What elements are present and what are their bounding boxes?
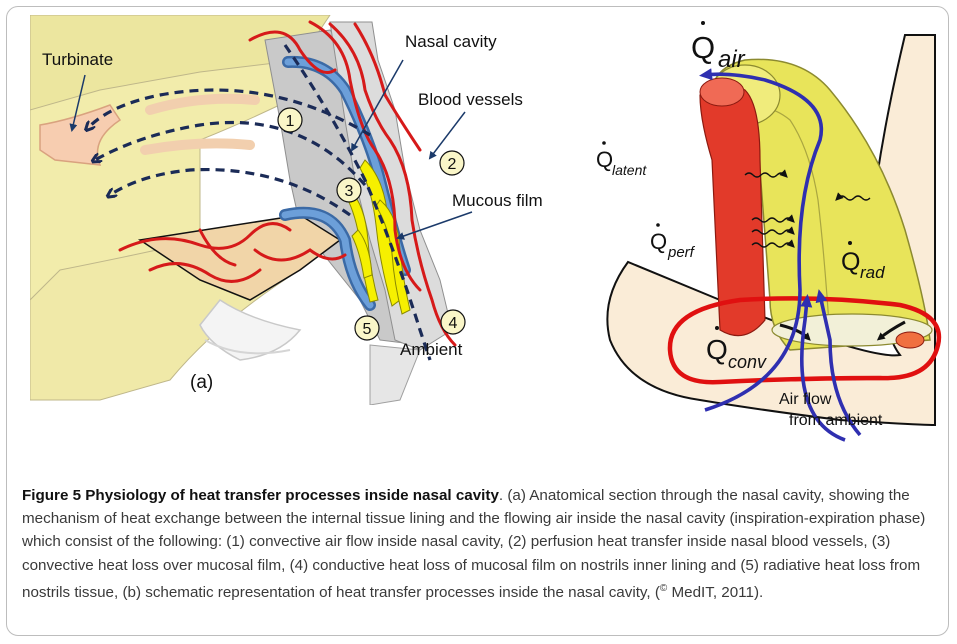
label-q-latent: Q latent bbox=[596, 141, 647, 178]
svg-text:perf: perf bbox=[667, 244, 696, 261]
label-q-air: Q air bbox=[691, 21, 746, 73]
panel-a-label: (a) bbox=[190, 372, 213, 393]
svg-text:Q: Q bbox=[650, 229, 667, 254]
marker-1: 1 bbox=[278, 108, 302, 132]
svg-text:air: air bbox=[718, 46, 746, 73]
label-ambient: Ambient bbox=[400, 340, 463, 359]
svg-text:Q: Q bbox=[706, 334, 728, 365]
caption-ending: MedIT, 2011). bbox=[667, 584, 763, 601]
svg-text:Q: Q bbox=[691, 30, 715, 65]
label-air-flow: Air flow bbox=[779, 391, 832, 408]
label-q-perf: Q perf bbox=[650, 223, 696, 261]
svg-text:rad: rad bbox=[860, 263, 885, 282]
svg-text:latent: latent bbox=[612, 162, 647, 178]
marker-2: 2 bbox=[440, 151, 464, 175]
caption-title: Figure 5 Physiology of heat transfer pro… bbox=[22, 487, 499, 504]
marker-3: 3 bbox=[337, 178, 361, 202]
label-blood-vessels: Blood vessels bbox=[418, 90, 523, 109]
svg-text:Q: Q bbox=[596, 147, 613, 172]
svg-text:2: 2 bbox=[448, 156, 457, 173]
marker-5: 5 bbox=[355, 316, 379, 340]
svg-text:4: 4 bbox=[449, 315, 458, 332]
label-mucous-film: Mucous film bbox=[452, 191, 543, 210]
svg-text:3: 3 bbox=[345, 183, 354, 200]
caption-body: . (a) Anatomical section through the nas… bbox=[22, 487, 925, 601]
figure-caption: Figure 5 Physiology of heat transfer pro… bbox=[22, 484, 942, 604]
label-turbinate: Turbinate bbox=[42, 50, 113, 69]
label-nasal-cavity: Nasal cavity bbox=[405, 32, 497, 51]
label-from-ambient: from ambient bbox=[789, 412, 883, 429]
svg-text:5: 5 bbox=[363, 321, 372, 338]
svg-text:Q: Q bbox=[841, 248, 860, 276]
marker-4: 4 bbox=[441, 310, 465, 334]
svg-text:conv: conv bbox=[728, 352, 767, 372]
svg-text:1: 1 bbox=[286, 113, 295, 130]
